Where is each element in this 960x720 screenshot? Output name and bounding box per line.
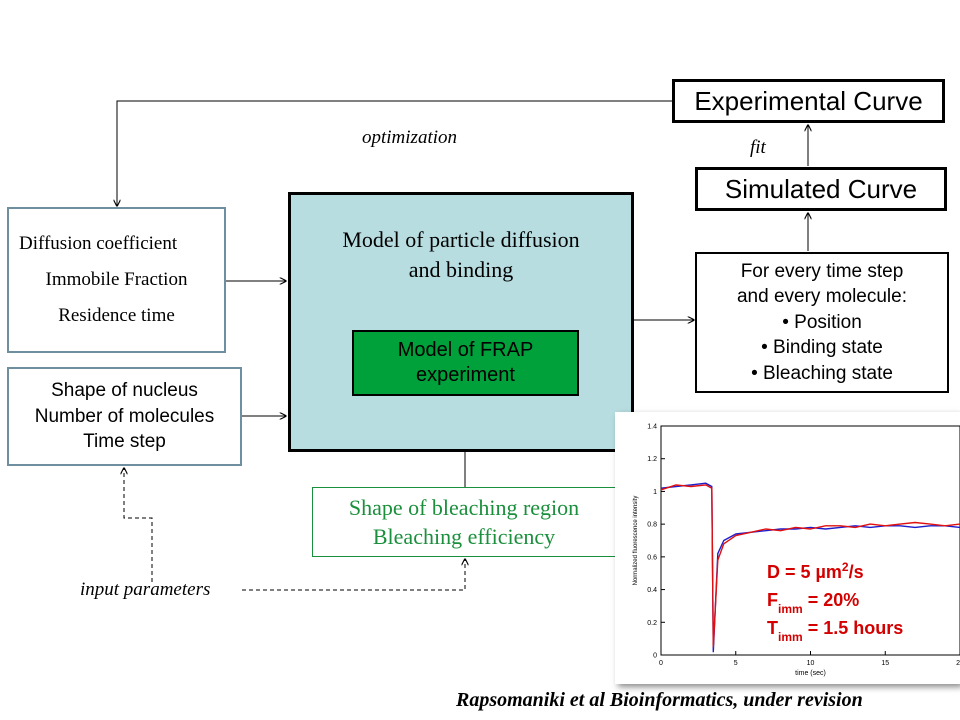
- chart-annotation: Timm = 1.5 hours: [767, 618, 903, 644]
- input-parameters-label: input parameters: [80, 579, 211, 600]
- frap-model-line: Model of FRAP: [397, 339, 534, 361]
- citation: Rapsomaniki et al Bioinformatics, under …: [456, 689, 863, 711]
- y-tick-label: 1.4: [647, 424, 657, 431]
- y-tick-label: 0.6: [647, 554, 657, 561]
- diffusion-model-title: Model of particle diffusion and binding: [342, 225, 579, 285]
- simulated-curve-box: Simulated Curve: [695, 167, 947, 211]
- bleaching-parameters-box: Shape of bleaching region Bleaching effi…: [312, 487, 616, 557]
- param-shape-of-bleaching-region: Shape of bleaching region: [348, 495, 580, 520]
- param-number-of-molecules: Number of molecules: [34, 405, 215, 427]
- param-shape-of-nucleus: Shape of nucleus: [51, 380, 198, 402]
- param-diffusion-coefficient: Diffusion coefficient: [19, 233, 178, 254]
- simulated-curve-label: Simulated Curve: [724, 173, 918, 204]
- y-tick-label: 0.4: [647, 587, 657, 594]
- y-tick-label: 0.2: [647, 620, 657, 627]
- y-tick-label: 1.2: [647, 456, 657, 463]
- y-tick-label: 0.8: [647, 522, 657, 529]
- input-to-params2-arrow: [124, 468, 153, 582]
- y-tick-label: 1: [653, 489, 657, 496]
- input-to-bleach-arrow: [242, 559, 465, 591]
- series-line-2: [660, 484, 960, 648]
- x-tick-label: 15: [881, 660, 889, 667]
- x-tick-label: 20: [956, 660, 960, 667]
- every-time-step-box: For every time step and every molecule: …: [695, 252, 949, 393]
- chart-annotation: D = 5 µm2/s: [767, 560, 864, 582]
- fit-label: fit: [750, 137, 766, 158]
- param-bleaching-efficiency: Bleaching efficiency: [372, 524, 556, 549]
- every-step-line: and every molecule:: [736, 286, 908, 308]
- x-tick-label: 10: [807, 660, 815, 667]
- chart-annotation: Fimm = 20%: [767, 590, 859, 616]
- x-axis-label: time (sec): [795, 670, 826, 677]
- x-tick-label: 5: [734, 660, 738, 667]
- simulation-parameters-box: Shape of nucleus Number of molecules Tim…: [7, 367, 242, 466]
- x-tick-label: 0: [659, 660, 663, 667]
- param-immobile-fraction: Immobile Fraction: [45, 269, 188, 290]
- diffusion-model-title-line: Model of particle diffusion: [342, 227, 580, 252]
- chart-canvas: 0 0.2 0.4 0.6 0.8 1 1.2 1.4 0 5 10 15 20 time (sec) No…: [633, 424, 960, 677]
- param-time-step: Time step: [83, 431, 166, 453]
- frap-model-box: Model of FRAP experiment: [352, 330, 579, 396]
- every-step-line: For every time step: [740, 260, 904, 282]
- frap-recovery-chart: 0 0.2 0.4 0.6 0.8 1 1.2 1.4 0 5 10 15 20 time (sec) No…: [615, 412, 960, 684]
- diffusion-model-title-line: and binding: [408, 257, 514, 282]
- y-axis-label: Normalized fluorescence intensity: [633, 496, 639, 586]
- every-step-line: • Position: [782, 311, 862, 333]
- frap-model-line: experiment: [416, 364, 515, 386]
- experimental-curve-label: Experimental Curve: [694, 85, 923, 116]
- every-step-line: • Binding state: [761, 337, 883, 359]
- diffusion-model-box: Model of particle diffusion and binding …: [288, 192, 634, 452]
- model-parameters-box: Diffusion coefficient Immobile Fraction …: [7, 207, 226, 353]
- optimization-arrow: [117, 100, 672, 206]
- y-tick-label: 0: [653, 653, 657, 660]
- optimization-label: optimization: [362, 127, 458, 148]
- experimental-curve-box: Experimental Curve: [672, 79, 945, 123]
- param-residence-time: Residence time: [58, 305, 175, 326]
- every-step-line: • Bleaching state: [751, 362, 893, 384]
